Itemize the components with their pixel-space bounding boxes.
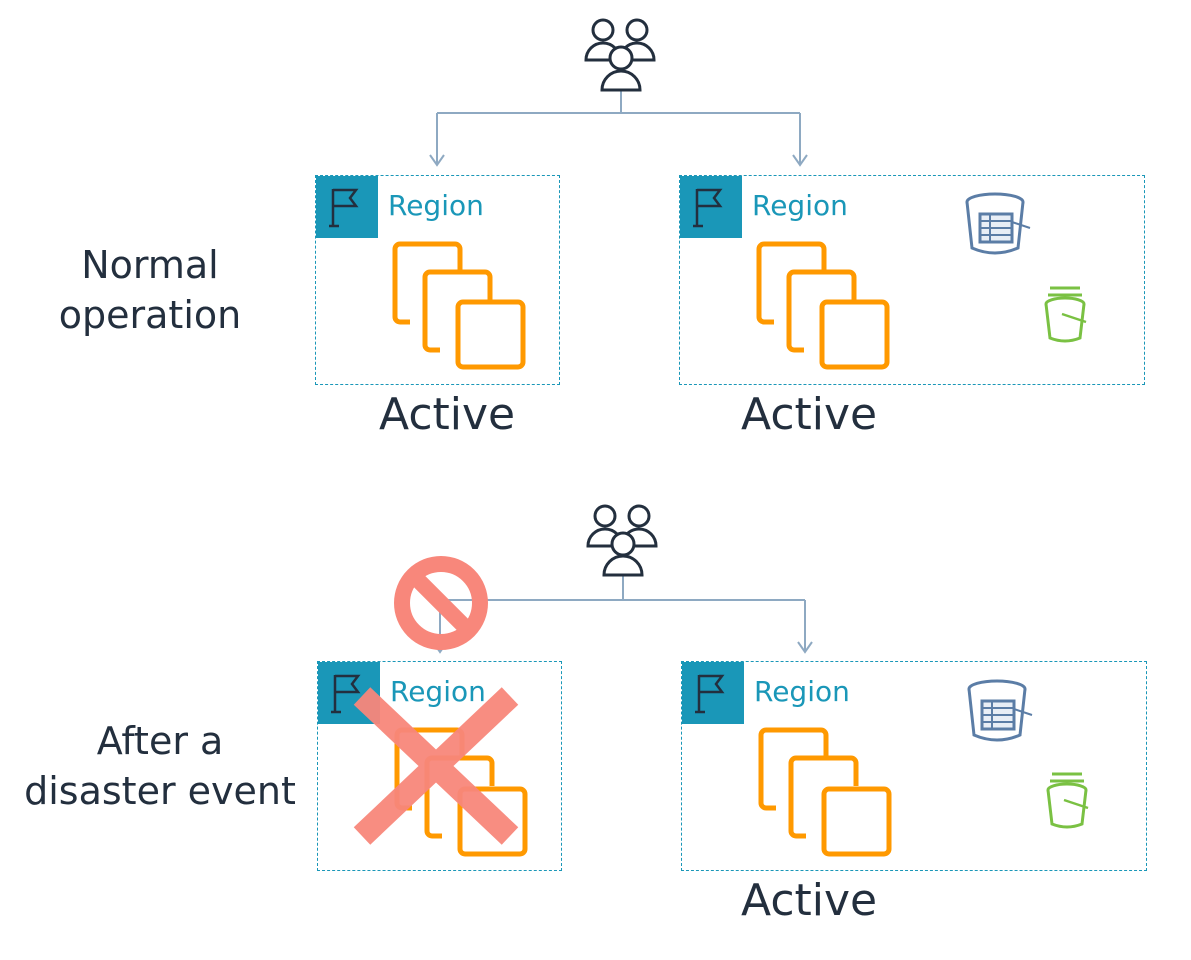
region-status: Active <box>379 389 516 440</box>
row-label-normal: Normal operation <box>40 240 260 340</box>
region-box: Region <box>681 661 1147 871</box>
region-label: Region <box>754 675 850 708</box>
region-label: Region <box>752 189 848 222</box>
row-label-line1: After a <box>96 719 224 763</box>
region-label: Region <box>390 675 486 708</box>
row-label-line2: disaster event <box>24 769 296 813</box>
row-label-line2: operation <box>58 293 242 337</box>
region-box: Region <box>679 175 1145 385</box>
region-box: Region <box>315 175 560 385</box>
row-label-disaster: After a disaster event <box>15 716 305 816</box>
region-label: Region <box>388 189 484 222</box>
flag-icon <box>682 662 744 724</box>
flag-icon <box>316 176 378 238</box>
row-label-line1: Normal <box>81 243 219 287</box>
region-status: Active <box>741 389 878 440</box>
region-status: Active <box>741 875 878 926</box>
flag-icon <box>680 176 742 238</box>
